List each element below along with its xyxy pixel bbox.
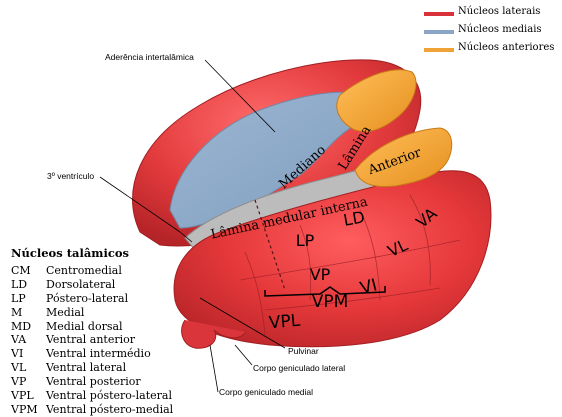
- nuclei-item: VA Ventral anterior: [11, 333, 216, 347]
- nuclei-item: VPL Ventral póstero-lateral: [11, 389, 216, 403]
- nuclei-item: MD Medial dorsal: [11, 320, 216, 334]
- nuclei-abbr: CM: [11, 264, 31, 277]
- nuclei-name: Medial dorsal: [46, 319, 123, 333]
- anterior-nuclei: [354, 127, 453, 188]
- legend-swatch-lateral: [424, 12, 454, 16]
- nuclei-name: Dorsolateral: [46, 277, 116, 291]
- nuclei-name: Centromedial: [46, 264, 122, 277]
- nuclei-item: VI Ventral intermédio: [11, 347, 216, 361]
- nuclei-name: Ventral anterior: [46, 333, 136, 347]
- nuclei-abbr: MD: [11, 319, 32, 333]
- label-ld: LD: [342, 207, 366, 229]
- nuclei-name: Ventral intermédio: [46, 347, 151, 361]
- nuclei-item: LD Dorsolateral: [11, 278, 216, 292]
- callout-pulvinar: Pulvinar: [288, 346, 319, 356]
- legend: Núcleos laterais Núcleos mediais Núcleos…: [424, 6, 562, 60]
- nuclei-list: Núcleos talâmicos CM Centromedial LD Dor…: [11, 246, 216, 417]
- legend-item-medial: Núcleos mediais: [424, 24, 562, 42]
- nuclei-name: Póstero-lateral: [46, 291, 129, 305]
- nuclei-abbr: M: [11, 305, 23, 319]
- nuclei-item: VL Ventral lateral: [11, 361, 216, 375]
- label-vpm: VPM: [312, 292, 349, 312]
- nuclei-name: Medial: [46, 305, 85, 319]
- nuclei-title: Núcleos talâmicos: [11, 246, 129, 260]
- nuclei-abbr: VPL: [11, 389, 34, 403]
- nuclei-abbr: LP: [11, 291, 26, 305]
- label-lp: LP: [296, 231, 315, 250]
- legend-swatch-anterior: [424, 48, 454, 52]
- anterior-nuclei-top: [336, 69, 417, 133]
- legend-label-anterior: Núcleos anteriores: [458, 42, 555, 53]
- nuclei-abbr: VI: [11, 347, 24, 361]
- nuclei-name: Ventral póstero-lateral: [46, 389, 172, 403]
- legend-label-medial: Núcleos mediais: [458, 24, 542, 35]
- nuclei-abbr: VP: [11, 375, 27, 389]
- callout-lines: [99, 59, 286, 393]
- nuclei-item: CM Centromedial: [11, 264, 216, 278]
- label-vp: VP: [310, 265, 331, 284]
- legend-item-anterior: Núcleos anteriores: [424, 42, 562, 60]
- geniculate-bodies: [181, 319, 247, 349]
- nuclei-item: LP Póstero-lateral: [11, 292, 216, 306]
- label-vi: VI: [358, 275, 379, 299]
- callout-aderencia: Aderência intertalâmica: [105, 52, 194, 62]
- nuclei-abbr: VA: [11, 333, 27, 347]
- dashed-boundary: [254, 199, 286, 291]
- nuclei-division-lines: [239, 194, 461, 336]
- legend-swatch-medial: [424, 30, 454, 34]
- nuclei-item: VP Ventral posterior: [11, 375, 216, 389]
- label-vpl: VPL: [268, 311, 302, 334]
- legend-label-lateral: Núcleos laterais: [458, 6, 541, 17]
- callout-cgl: Corpo geniculado lateral: [253, 363, 345, 373]
- nuclei-abbr: VL: [11, 361, 27, 375]
- nuclei-name: Ventral posterior: [46, 375, 141, 389]
- nuclei-item: M Medial: [11, 306, 216, 320]
- callout-ventriculo: 3º ventrículo: [47, 171, 94, 181]
- nuclei-name: Ventral lateral: [46, 361, 127, 375]
- legend-item-lateral: Núcleos laterais: [424, 6, 562, 24]
- nuclei-abbr: LD: [11, 277, 28, 291]
- vp-brace: [264, 286, 386, 297]
- lower-lobe-lateral: [173, 170, 492, 348]
- callout-cgm: Corpo geniculado medial: [219, 387, 313, 397]
